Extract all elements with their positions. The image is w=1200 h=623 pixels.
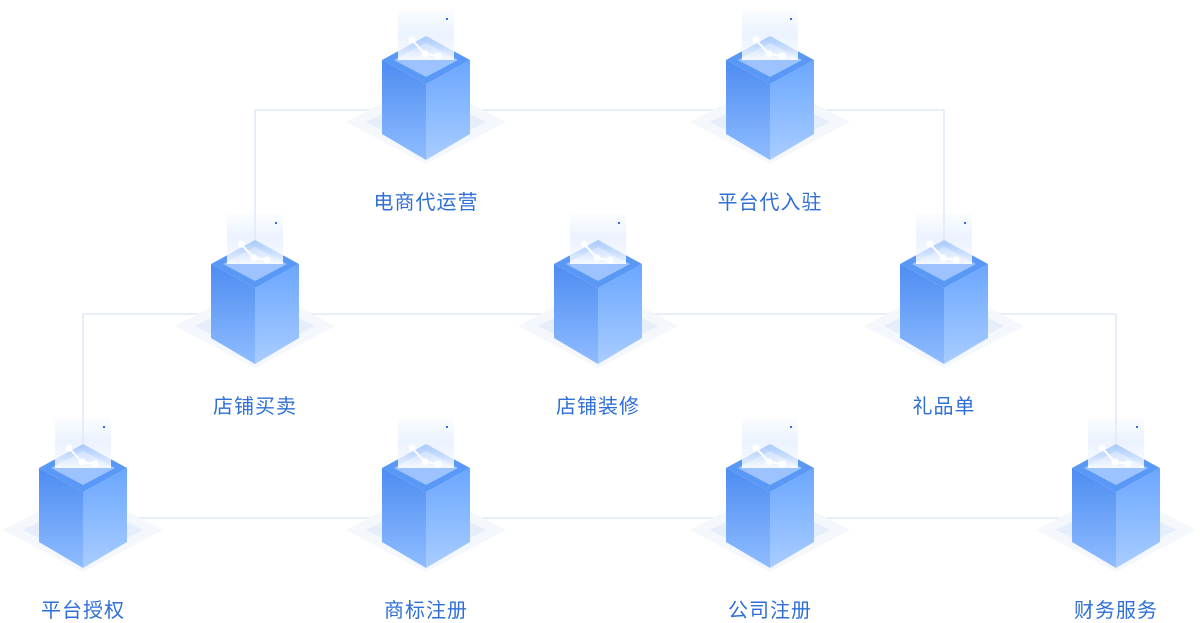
- network-icon: [518, 214, 678, 368]
- node-label: 店铺装修: [556, 394, 640, 418]
- network-icon: [690, 10, 850, 164]
- node-trademark-registration[interactable]: 商标注册: [326, 418, 526, 622]
- network-icon: [346, 418, 506, 572]
- node-label: 公司注册: [728, 598, 812, 622]
- node-gift-order[interactable]: 礼品单: [844, 214, 1044, 418]
- node-company-registration[interactable]: 公司注册: [670, 418, 870, 622]
- service-diagram: 电商代运营 平台代入驻 店铺买卖: [3, 10, 1196, 622]
- node-label: 平台代入驻: [717, 190, 823, 214]
- network-icon: [690, 418, 850, 572]
- network-icon: [346, 10, 506, 164]
- node-label: 平台授权: [41, 598, 125, 622]
- network-icon: [175, 214, 335, 368]
- node-label: 礼品单: [912, 394, 976, 418]
- node-shop-trading[interactable]: 店铺买卖: [155, 214, 355, 418]
- node-label: 商标注册: [384, 598, 468, 622]
- node-ecommerce-operation[interactable]: 电商代运营: [326, 10, 526, 214]
- network-icon: [3, 418, 163, 572]
- network-icon: [1036, 418, 1196, 572]
- node-financial-services[interactable]: 财务服务: [1016, 418, 1200, 622]
- node-label: 财务服务: [1074, 598, 1158, 622]
- node-platform-entry[interactable]: 平台代入驻: [670, 10, 870, 214]
- node-label: 电商代运营: [373, 190, 479, 214]
- node-label: 店铺买卖: [213, 394, 297, 418]
- network-icon: [864, 214, 1024, 368]
- node-shop-decoration[interactable]: 店铺装修: [498, 214, 698, 418]
- node-platform-authorization[interactable]: 平台授权: [0, 418, 183, 622]
